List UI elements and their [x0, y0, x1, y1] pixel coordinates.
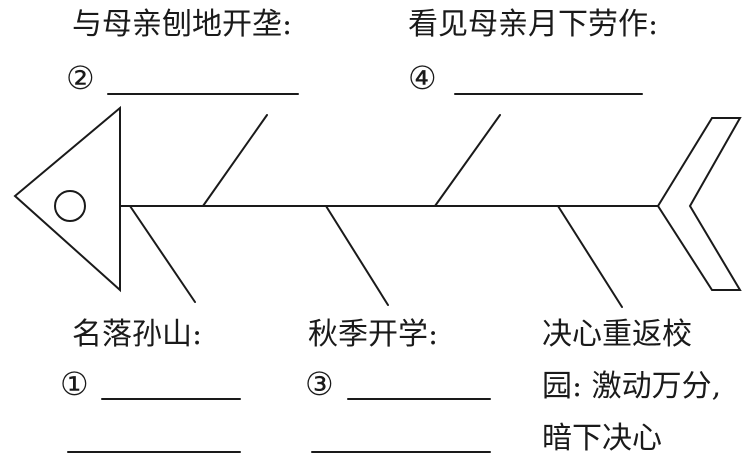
label-bottom-left: 名落孙山:: [72, 317, 203, 352]
fish-tail: [656, 117, 742, 291]
label-bottom-right-line3: 暗下决心: [542, 421, 662, 456]
blank-number-2: ②: [66, 59, 95, 97]
fish-head: [13, 105, 121, 293]
label-top-right: 看见母亲月下劳作:: [408, 7, 659, 42]
fish-eye: [54, 190, 86, 222]
label-bottom-right-line2: 园: 激动万分,: [542, 369, 722, 404]
bone-lower-mid: [325, 205, 389, 306]
bone-upper-right: [434, 114, 501, 207]
blank-number-3: ③: [305, 365, 334, 403]
label-top-left: 与母亲刨地开垄:: [72, 7, 293, 42]
label-bottom-mid: 秋季开学:: [308, 317, 439, 352]
blank-number-1: ①: [60, 365, 89, 403]
bone-lower-right: [557, 205, 623, 308]
blank-number-4: ④: [408, 59, 437, 97]
bone-upper-left: [202, 114, 268, 207]
label-bottom-right-line1: 决心重返校: [542, 317, 692, 352]
bone-lower-left: [129, 205, 196, 303]
